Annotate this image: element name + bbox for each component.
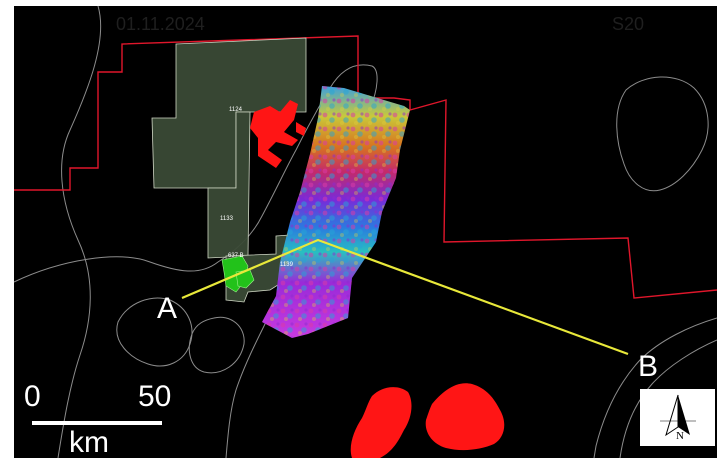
date-label: 01.11.2024 xyxy=(116,14,205,34)
coastline-east-island xyxy=(616,76,709,192)
block-label-637b: 637 B xyxy=(228,253,244,259)
profile-line-ab xyxy=(181,238,629,356)
coastline-southeast-inner xyxy=(619,339,717,459)
seismic-survey-area xyxy=(262,86,410,338)
survey-code-label: S20 xyxy=(612,14,645,34)
red-feature-north xyxy=(250,100,306,168)
block-label-1124: 1124 xyxy=(229,107,242,113)
scale-bar-unit: km xyxy=(69,426,109,459)
scale-bar-end: 50 xyxy=(138,380,172,413)
scale-bar-start: 0 xyxy=(24,380,41,413)
red-feature-north-2 xyxy=(296,122,306,136)
red-feature-north-1 xyxy=(250,100,298,168)
red-features-south xyxy=(350,383,505,458)
scale-bar-line xyxy=(32,421,162,425)
red-feature-south-east xyxy=(425,383,505,451)
profile-label-a: A xyxy=(157,292,178,325)
north-arrow-letter: N xyxy=(676,430,684,442)
survey-texture xyxy=(262,86,410,338)
coastline-island-west xyxy=(116,297,193,367)
licence-block-central xyxy=(207,111,251,259)
coastline-west xyxy=(57,5,102,459)
profile-label-b: B xyxy=(638,350,659,383)
coastline-south xyxy=(188,316,245,374)
coastline-southeast xyxy=(593,317,717,459)
north-arrow-icon xyxy=(660,394,696,437)
green-fields xyxy=(221,255,255,293)
block-label-1133: 1133 xyxy=(220,216,233,222)
north-arrow-box xyxy=(640,389,715,446)
red-feature-south-west xyxy=(350,387,412,458)
block-label-1139: 1139 xyxy=(280,262,293,268)
